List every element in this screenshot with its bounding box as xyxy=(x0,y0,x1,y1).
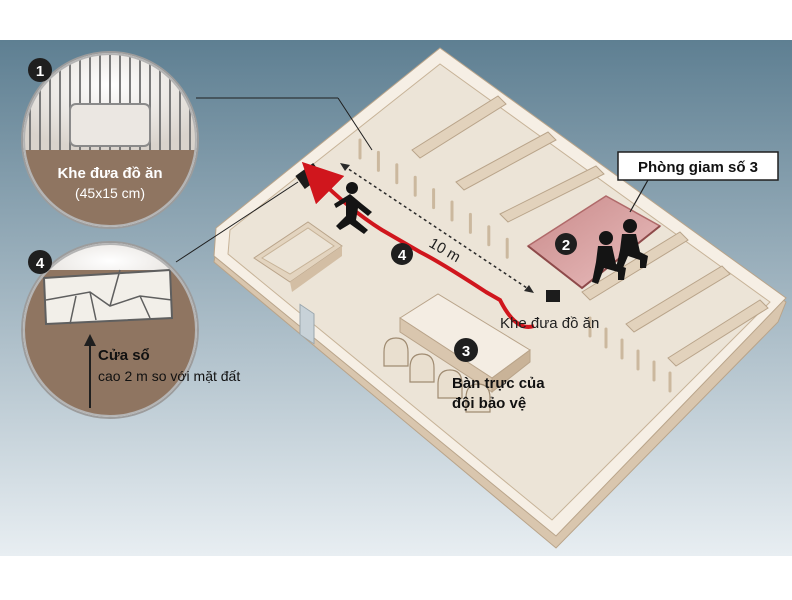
window-cracks xyxy=(45,269,173,325)
building-floor xyxy=(227,63,771,521)
cell-label: Phòng giam số 3 xyxy=(638,159,758,176)
callout-food-slot: Khe đưa đồ ăn (45x15 cm) xyxy=(21,51,199,229)
callout-window: Cửa sổ xyxy=(21,241,199,419)
guard-chairs xyxy=(383,337,491,413)
running-person-icon xyxy=(334,182,372,234)
marker-4-path-label: 4 xyxy=(398,247,407,264)
callout-4-line1: Cửa sổ xyxy=(98,347,150,364)
callout-4-number: 4 xyxy=(36,255,45,272)
food-slot-opening xyxy=(546,290,560,302)
marker-3-label: 3 xyxy=(462,343,470,360)
marker-2-label: 2 xyxy=(562,237,570,254)
dashed-double-arrow-icon xyxy=(340,163,534,293)
cell-bars xyxy=(358,138,672,393)
callout-1-badge: 1 xyxy=(28,58,52,82)
callout-1-number: 1 xyxy=(36,63,44,80)
marker-3: 3 xyxy=(454,338,478,362)
front-door xyxy=(299,303,315,345)
callout-4-line2: cao 2 m so với mặt đất xyxy=(98,368,240,384)
cell-partitions xyxy=(411,95,769,367)
food-slot-label: Khe đưa đồ ăn xyxy=(500,315,599,332)
callout-1-detail: (45x15 cm) xyxy=(75,185,145,201)
seated-prisoner-icon xyxy=(592,219,648,284)
marker-4-path: 4 xyxy=(391,243,413,265)
guard-desk-label-line1: Bàn trực của xyxy=(452,375,545,392)
food-slot-detail xyxy=(69,103,151,147)
callout-1-connector-2 xyxy=(337,97,373,151)
broken-window-frame xyxy=(42,268,174,326)
small-room xyxy=(253,221,343,292)
up-arrow-icon xyxy=(84,334,96,408)
cell-label-box: Phòng giam số 3 xyxy=(617,151,779,213)
callout-4-connector xyxy=(175,181,299,263)
guard-desk-label-line2: đội bảo vệ xyxy=(452,395,526,412)
marker-2: 2 xyxy=(555,233,577,255)
callout-1-title: Khe đưa đồ ăn xyxy=(57,165,162,182)
callout-4-badge: 4 xyxy=(28,250,52,274)
